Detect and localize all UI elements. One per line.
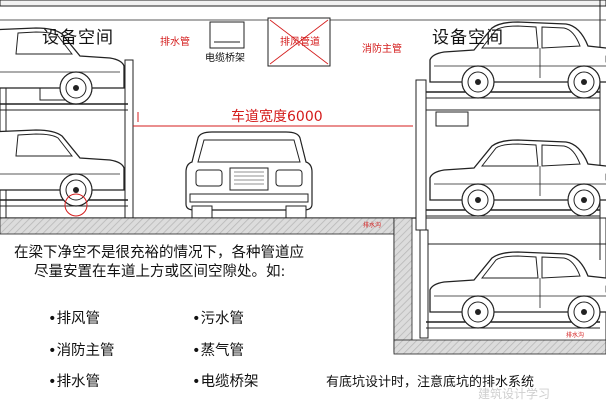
note-line-2: 尽量安置在车道上方或区间空隙处。如: (34, 264, 286, 280)
floor-slab (0, 217, 409, 235)
label-equipment-space-right: 设备空间 (432, 28, 504, 48)
right-column (415, 79, 427, 231)
pit (393, 217, 606, 355)
pipe-list-item: •消防主管 (48, 343, 115, 359)
label-drain-pipe: 排水管 (160, 37, 190, 48)
pipe-list-item: •排风管 (48, 311, 101, 327)
pipe-list-item: •排水管 (48, 374, 101, 390)
pipe-list-item: •污水管 (192, 311, 245, 327)
label-cable-tray: 电缆桥架 (205, 53, 245, 64)
pit-drainage-caption: 有底坑设计时，注意底坑的排水系统 (326, 375, 535, 390)
car-front-view (185, 131, 313, 219)
label-sump-left: 排水沟 (363, 222, 382, 229)
label-fire-main: 消防主管 (362, 44, 402, 55)
left-column (124, 59, 134, 221)
watermark: 建筑设计学习 (478, 387, 551, 401)
label-equipment-space-left: 设备空间 (42, 28, 114, 48)
note-line-1: 在梁下净空不是很充裕的情况下，各种管道应 (14, 245, 304, 261)
label-exhaust-duct: 排风管道 (280, 37, 320, 48)
pipe-list-item: •电缆桥架 (192, 374, 259, 390)
pipe-list-item: •蒸气管 (192, 343, 245, 359)
label-sump-right: 排水沟 (566, 332, 585, 339)
cable-tray-shape (209, 21, 245, 49)
label-lane-width: 车道宽度6000 (231, 109, 323, 125)
